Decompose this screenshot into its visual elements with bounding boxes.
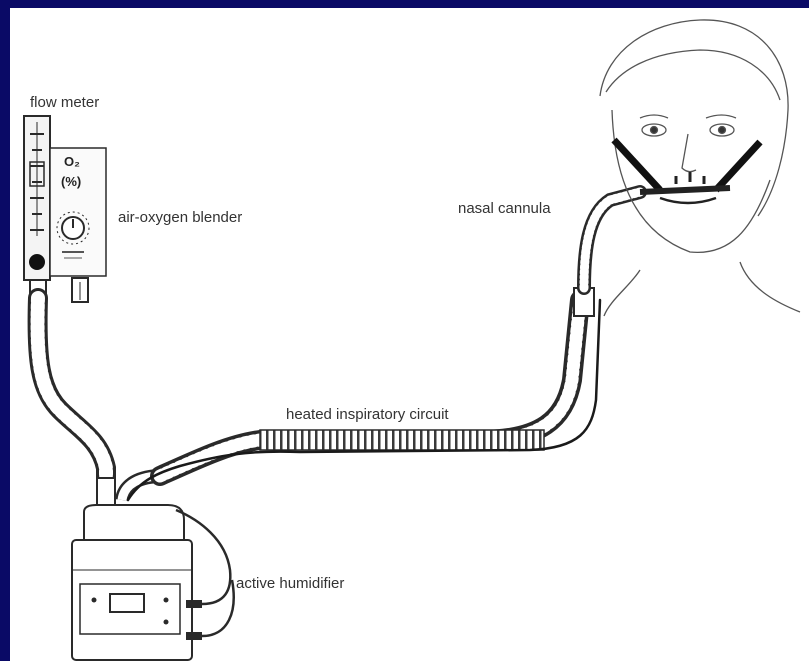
label-blender: air-oxygen blender [118,209,242,226]
flow-meter-knob [29,254,45,270]
label-circuit: heated inspiratory circuit [286,406,449,423]
label-o2-unit: (%) [61,174,81,189]
heated-inspiratory-circuit [128,192,640,500]
patient-face [600,20,800,316]
label-flow-meter: flow meter [30,94,99,111]
humidifier-display [110,594,144,612]
hfnc-setup-diagram: flow meter O₂ (%) air-oxygen blender nas… [10,8,809,661]
flow-meter [24,116,50,298]
label-humidifier: active humidifier [236,575,344,592]
label-nasal-cannula: nasal cannula [458,200,551,217]
air-oxygen-blender [50,148,106,302]
diagram-panel: flow meter O₂ (%) air-oxygen blender nas… [10,8,809,661]
label-o2: O₂ [64,154,80,169]
supply-tube [38,298,115,512]
